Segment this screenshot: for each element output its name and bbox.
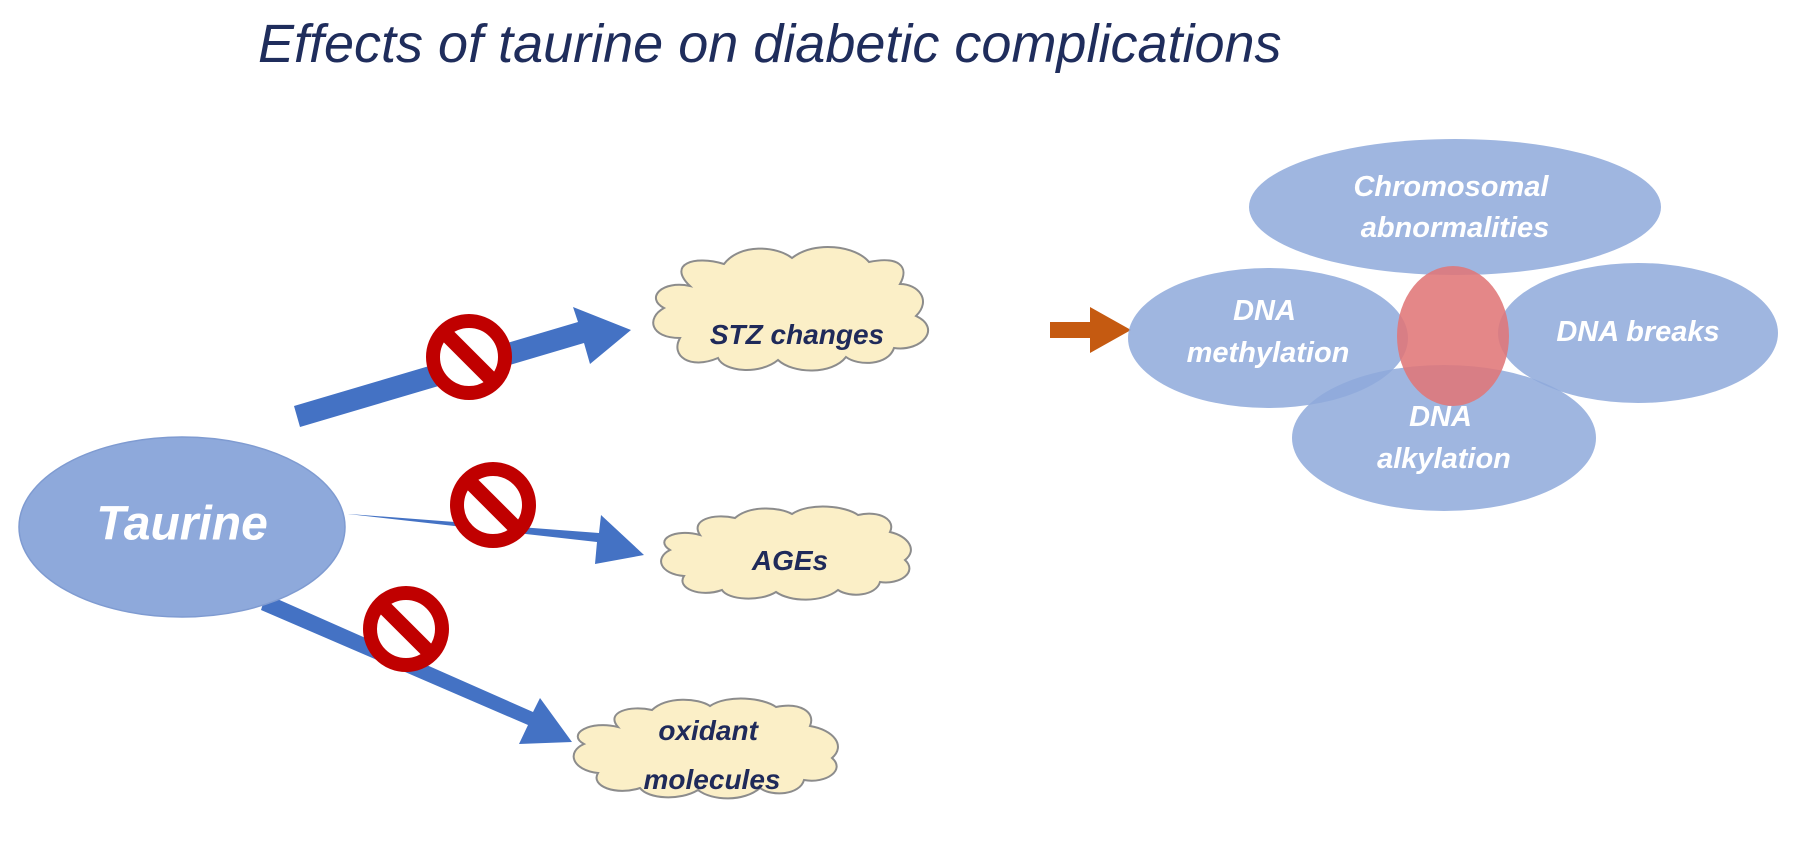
prohibition-icon <box>363 586 449 672</box>
petal-label: DNA alkylation <box>1377 401 1511 475</box>
petal-label: DNA methylation <box>1187 295 1350 369</box>
petal-dna-methylation: DNA methylation <box>1128 268 1408 408</box>
taurine-label: Taurine <box>96 498 268 551</box>
diagram-title: Effects of taurine on diabetic complicat… <box>258 14 1282 74</box>
petal-ellipse <box>1249 139 1661 275</box>
arrow-icon <box>1050 307 1131 353</box>
effect-label-line: oxidant <box>658 715 759 746</box>
taurine-node: Taurine <box>18 436 346 618</box>
petal-label: Chromosomal abnormalities <box>1353 171 1556 244</box>
cloud-shape <box>660 505 912 601</box>
petal-dna-breaks: DNA breaks <box>1498 263 1778 403</box>
dna-damage-cluster: Chromosomal abnormalities DNA breaks DNA… <box>1128 139 1778 511</box>
petal-chromosomal: Chromosomal abnormalities <box>1249 139 1661 275</box>
petal-label-line: methylation <box>1187 337 1350 369</box>
petal-ellipse <box>1498 263 1778 403</box>
petal-label: DNA breaks <box>1556 316 1719 348</box>
effect-label-line: STZ changes <box>710 319 884 350</box>
prohibition-icon <box>450 462 536 548</box>
cloud-shape <box>652 246 930 372</box>
petal-label-line: DNA <box>1233 295 1295 327</box>
prohibition-icon <box>426 314 512 400</box>
taurine-ellipse <box>18 436 346 618</box>
petal-label-line: abnormalities <box>1361 212 1550 244</box>
petal-label-line: Chromosomal <box>1353 171 1549 203</box>
effect-cloud-ages: AGEs <box>660 505 912 601</box>
petal-ellipse <box>1128 268 1408 408</box>
inhibition-icons <box>363 314 536 672</box>
effect-label: STZ changes <box>710 319 884 350</box>
effect-cloud-oxidant: oxidant molecules <box>572 697 839 800</box>
effect-label: AGEs <box>751 545 828 576</box>
petal-dna-alkylation: DNA alkylation <box>1292 365 1596 511</box>
petal-label-line: DNA breaks <box>1556 316 1719 348</box>
effect-cloud-stz: STZ changes <box>652 246 930 372</box>
petal-label-line: alkylation <box>1377 443 1511 475</box>
arrow-icon <box>348 514 644 564</box>
petal-ellipse <box>1292 365 1596 511</box>
cloud-shape <box>572 697 839 800</box>
petal-label-line: DNA <box>1409 401 1471 433</box>
center-overlap <box>1397 266 1509 406</box>
effect-label: oxidant molecules <box>644 715 781 795</box>
effect-label-line: molecules <box>644 764 781 795</box>
effect-label-line: AGEs <box>751 545 828 576</box>
